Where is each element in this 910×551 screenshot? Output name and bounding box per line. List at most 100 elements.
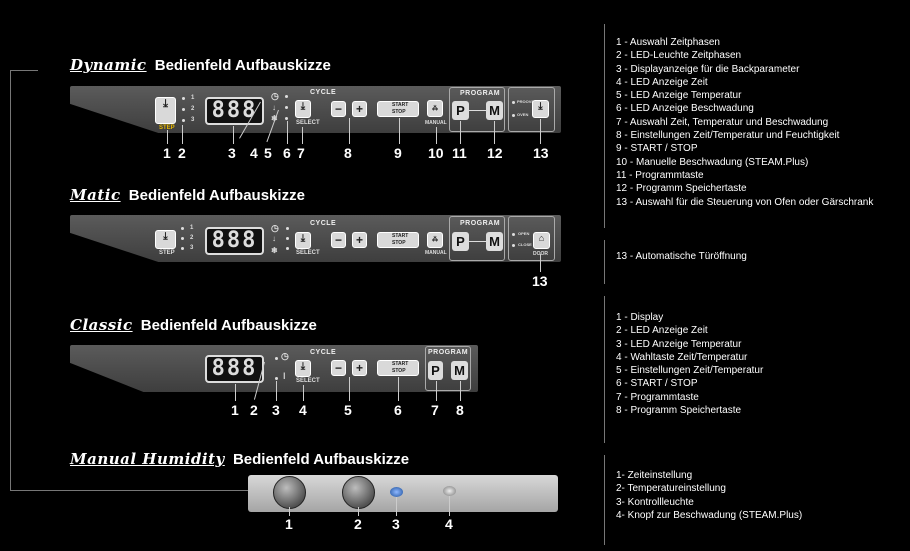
dynamic-callout-line-10 (436, 127, 437, 144)
legend-item: 3 - LED Anzeige Temperatur (616, 338, 742, 350)
legend-item: 1- Zeiteinstellung (616, 470, 693, 481)
dynamic-plus-button[interactable]: + (352, 101, 367, 117)
classic-callout-line-3 (276, 381, 277, 401)
dynamic-led-label-2: 2 (191, 106, 195, 112)
matic-led-label-3: 3 (190, 245, 194, 251)
matic-cycle-label: CYCLE (310, 220, 337, 227)
download-icon: ⤓ (300, 361, 306, 372)
legend-item: 8 - Programm Speichertaste (616, 405, 742, 417)
manual-callout-line-2 (358, 507, 359, 516)
classic-start-stop-button[interactable]: START STOP (377, 360, 419, 376)
matic-memory-button[interactable]: M (486, 232, 503, 251)
dynamic-manual-steam-button[interactable]: ⁂ (427, 100, 443, 117)
download-icon: ⤓ (300, 101, 306, 112)
dynamic-memory-button[interactable]: M (486, 101, 503, 120)
matic-steam-icon: ❄ (271, 246, 278, 255)
dynamic-led-label-1: 1 (191, 95, 195, 101)
matic-open-label: OPEN (518, 231, 530, 236)
matic-start-stop-button[interactable]: START STOP (377, 232, 419, 248)
manual-temp-knob[interactable] (342, 476, 375, 509)
steam-icon: ⁂ (432, 106, 438, 112)
legend-item: 1 - Auswahl Zeitphasen (616, 37, 720, 48)
classic-plus-button[interactable]: + (352, 360, 367, 376)
dynamic-led-3 (182, 119, 185, 122)
classic-callout-6: 6 (394, 402, 402, 418)
classic-minus-button[interactable]: − (331, 360, 346, 376)
legend-item: 7 - Auswahl Zeit, Temperatur und Beschwa… (616, 116, 829, 128)
door-icon: ⌂ (538, 233, 545, 243)
matic-start-label: START (392, 233, 409, 239)
dynamic-select-button[interactable]: ⤓ (295, 100, 311, 118)
manual-callout-line-1 (289, 507, 290, 516)
classic-select-button[interactable]: ⤓ (295, 360, 311, 377)
dynamic-callout-1: 1 (163, 145, 171, 161)
legend-item: 9 - START / STOP (616, 143, 698, 155)
classic-stop-label: STOP (392, 368, 406, 374)
dynamic-led-time (285, 95, 288, 98)
matic-temp-icon: ↓ (272, 234, 276, 243)
legend-item: 5 - LED Anzeige Temperatur (616, 90, 742, 102)
dynamic-mode-button[interactable]: ⤓ (532, 100, 549, 118)
dynamic-callout-line-1 (167, 130, 168, 144)
dynamic-callout-12: 12 (487, 145, 503, 161)
legend-item: 1 - Display (616, 312, 664, 323)
left-bracket (10, 70, 11, 490)
dynamic-panel (70, 86, 561, 133)
steam-icon: ⁂ (432, 237, 438, 243)
matic-manual-steam-button[interactable]: ⁂ (427, 232, 443, 248)
legend-item: 7 - Programmtaste (616, 391, 699, 403)
matic-select-button[interactable]: ⤓ (295, 232, 311, 249)
dynamic-callout-3: 3 (228, 145, 236, 161)
matic-led-label-2: 2 (190, 235, 194, 241)
dynamic-callout-2: 2 (178, 145, 186, 161)
legend-item: 13 - Auswahl für die Steuerung von Ofen … (616, 196, 874, 208)
dynamic-cycle-label: CYCLE (310, 89, 337, 96)
matic-step-button[interactable]: ⤓ (155, 230, 176, 249)
manual-callout-2: 2 (354, 516, 362, 532)
classic-program-button[interactable]: P (428, 361, 443, 380)
matic-program-line (469, 241, 486, 242)
matic-minus-button[interactable]: − (331, 232, 346, 248)
classic-temp-icon: ǀ (283, 371, 286, 381)
manual-title-text: Bedienfeld Aufbauskizze (232, 451, 410, 468)
dynamic-minus-button[interactable]: − (331, 101, 346, 117)
matic-title: Matic Bedienfeld Aufbauskizze (70, 186, 305, 204)
classic-callout-line-8 (460, 381, 461, 401)
manual-steam-button[interactable] (443, 486, 456, 496)
dynamic-callout-8: 8 (344, 145, 352, 161)
dynamic-start-stop-button[interactable]: START STOP (377, 101, 419, 117)
dynamic-callout-4: 4 (250, 145, 258, 161)
classic-memory-button[interactable]: M (451, 361, 468, 380)
download-icon: ⤓ (163, 231, 168, 242)
matic-plus-button[interactable]: + (352, 232, 367, 248)
dynamic-start-label: START (392, 102, 409, 108)
manual-time-knob[interactable] (273, 476, 306, 509)
classic-callout-8: 8 (456, 402, 464, 418)
legend-item: 10 - Manuelle Beschwadung (STEAM.Plus) (616, 156, 809, 168)
dynamic-callout-line-11 (460, 121, 461, 144)
dynamic-callout-line-7 (302, 127, 303, 144)
matic-select-label: SELECT (296, 250, 320, 256)
classic-callout-4: 4 (299, 402, 307, 418)
dynamic-title: Dynamic Bedienfeld Aufbauskizze (70, 56, 331, 74)
dynamic-callout-line-6 (287, 121, 288, 144)
matic-display: 888 (205, 227, 264, 255)
dynamic-callout-11: 11 (452, 145, 467, 161)
matic-program-button[interactable]: P (452, 232, 469, 251)
classic-display: 888 (205, 355, 264, 383)
matic-callout-13: 13 (532, 273, 548, 289)
classic-title: Classic Bedienfeld Aufbauskizze (70, 316, 317, 334)
dynamic-step-button[interactable]: ⤓ (155, 97, 176, 124)
matic-door-button[interactable]: ⌂ (533, 232, 550, 249)
dynamic-oven-label: OVEN (517, 112, 529, 117)
dynamic-clock-icon: ◷ (271, 91, 279, 101)
matic-program-label: PROGRAM (460, 220, 501, 227)
manual-control-light (390, 487, 403, 497)
dynamic-program-button[interactable]: P (452, 101, 469, 120)
dynamic-step-label: STEP (159, 125, 175, 131)
classic-program-group (425, 346, 471, 391)
dynamic-callout-9: 9 (394, 145, 402, 161)
classic-led-time (275, 357, 278, 360)
dynamic-callout-line-2 (182, 125, 183, 144)
matic-led-label-1: 1 (190, 225, 194, 231)
